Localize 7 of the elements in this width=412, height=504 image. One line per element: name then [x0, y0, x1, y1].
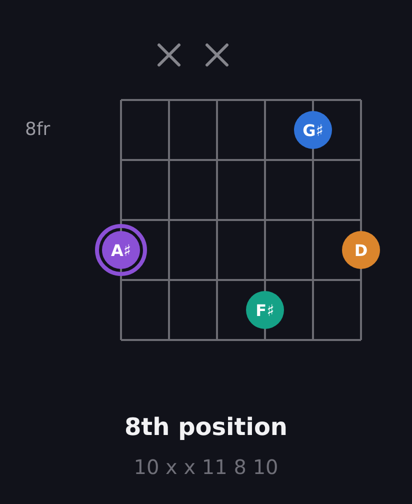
chord-title: 8th position [124, 414, 288, 440]
note-dot: F♯ [246, 291, 284, 329]
note-dot: G♯ [294, 111, 332, 149]
fret-number: 8fr [25, 121, 50, 139]
root-note-dot: A♯ [95, 224, 147, 276]
note-dot: D [342, 231, 380, 269]
fret-numbers-caption: 10 x x 11 8 10 [134, 456, 278, 478]
